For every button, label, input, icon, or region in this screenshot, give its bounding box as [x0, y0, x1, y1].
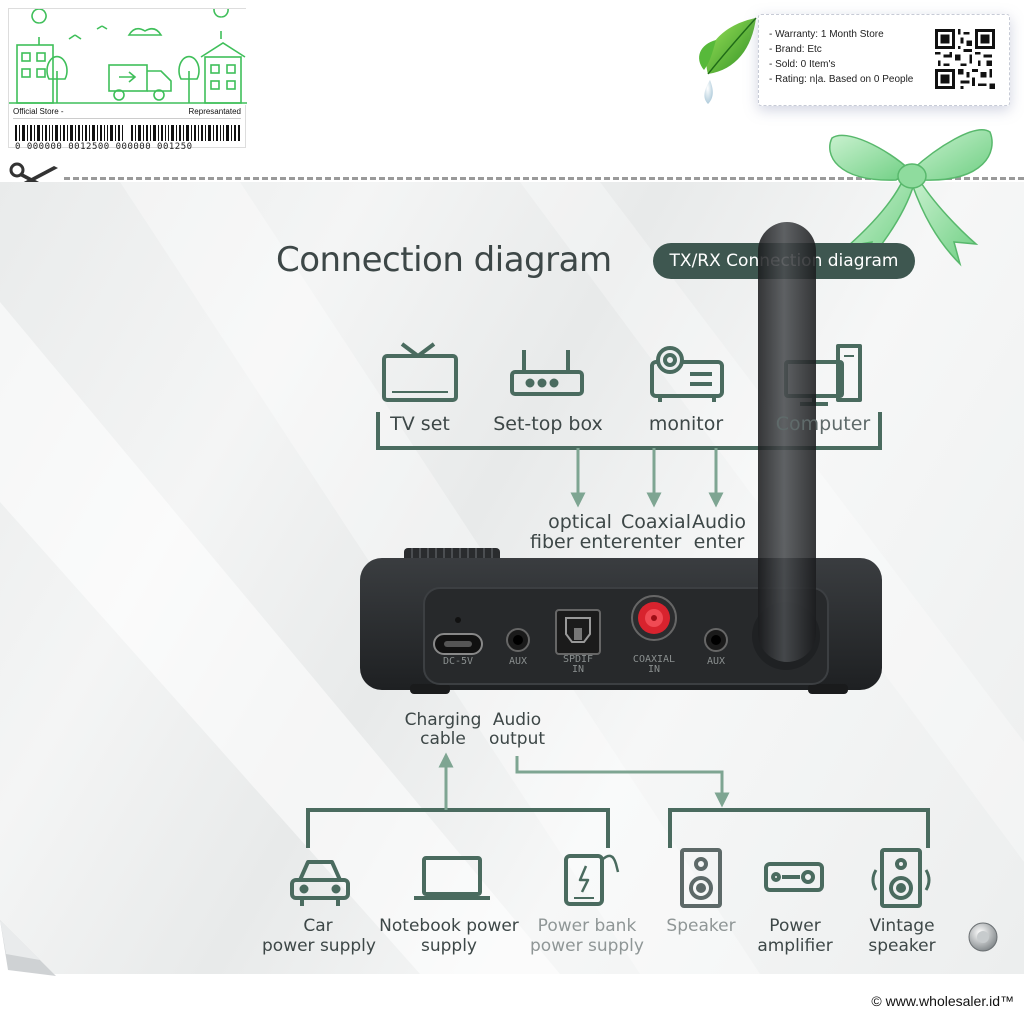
port-coaxial-1: COAXIAL: [632, 654, 676, 665]
label-audio-1: Audio: [691, 511, 746, 533]
bow-icon: [829, 129, 993, 267]
leaf-icon: [699, 17, 757, 104]
amplifier-icon: [764, 862, 824, 892]
port-aux-2: AUX: [706, 656, 726, 667]
port-dc: DC-5V: [442, 656, 474, 667]
cut-line: [64, 177, 1024, 180]
label-car-2: power supply: [262, 936, 376, 956]
label-optical-1: optical: [548, 511, 612, 533]
router-icon: [510, 350, 584, 396]
label-notebook-2: supply: [421, 936, 477, 956]
label-charging-1: Charging: [404, 710, 482, 730]
label-audio-2: enter: [693, 531, 745, 553]
label-powerbank-1: Power bank: [537, 916, 637, 936]
label-monitor: monitor: [648, 413, 724, 435]
label-powerbank-2: power supply: [530, 936, 644, 956]
label-audio-output-2: output: [488, 729, 546, 749]
tv-icon: [382, 342, 458, 402]
qr-code-icon[interactable]: [935, 29, 995, 89]
warranty-text: - Warranty: 1 Month Store: [769, 29, 884, 40]
label-vintage-1: Vintage: [869, 916, 935, 936]
speaker-bracket: [668, 808, 930, 848]
product-info-box: - Warranty: 1 Month Store - Brand: Etc -…: [758, 14, 1010, 106]
diagram-title: Connection diagram: [276, 240, 612, 280]
knob-icon: [968, 922, 998, 952]
source-bracket: [376, 412, 882, 450]
port-aux-1: AUX: [508, 656, 528, 667]
label-audio-output-1: Audio: [492, 710, 542, 730]
label-optical-2: fiber enter: [530, 531, 631, 553]
label-speaker: Speaker: [666, 916, 736, 936]
antenna: [752, 222, 820, 670]
label-vintage-2: speaker: [868, 936, 936, 956]
store-left-label: Official Store -: [13, 107, 64, 116]
car-icon: [290, 860, 350, 906]
arrow-audio-output: [515, 756, 730, 808]
label-coaxial-2: enter: [630, 531, 682, 553]
label-amp-1: Power: [769, 916, 821, 936]
receiver-device: [360, 548, 882, 694]
store-card: Official Store - Represantated 0 00: [8, 8, 247, 152]
power-bracket: [306, 808, 610, 848]
store-right-label: Represantated: [188, 107, 241, 116]
label-notebook-1: Notebook power: [379, 916, 519, 936]
power-bank-icon: [564, 854, 620, 906]
barcode: [15, 125, 240, 141]
port-coaxial-2: IN: [647, 664, 661, 675]
store-label-row: Official Store - Represantated: [13, 107, 241, 119]
port-spdif-2: IN: [571, 664, 585, 675]
laptop-icon: [414, 856, 490, 900]
label-charging-2: cable: [420, 729, 466, 749]
speaker-icon: [680, 848, 722, 908]
product-info-list: - Warranty: 1 Month Store - Brand: Etc -…: [769, 27, 913, 87]
barcode-number: 0 000000 0012500 000000 001250: [15, 142, 193, 152]
brand-text: - Brand: Etc: [769, 44, 822, 55]
label-tv-set: TV set: [390, 413, 450, 435]
vintage-speaker-icon: [871, 848, 931, 908]
rating-text: - Rating: n|a. Based on 0 People: [769, 74, 914, 85]
page-curl-icon: [0, 920, 56, 976]
sold-text: - Sold: 0 Item's: [769, 59, 836, 70]
label-set-top-box: Set-top box: [493, 413, 603, 435]
label-coaxial-1: Coaxial: [621, 511, 691, 533]
label-amp-2: amplifier: [757, 936, 833, 956]
label-computer: Computer: [775, 413, 871, 435]
projector-icon: [650, 346, 724, 402]
copyright-footer: © www.wholesaler.id™: [871, 993, 1014, 1009]
city-illustration: [9, 9, 247, 105]
port-spdif-1: SPDIF: [562, 654, 594, 665]
label-car-1: Car: [303, 916, 333, 936]
